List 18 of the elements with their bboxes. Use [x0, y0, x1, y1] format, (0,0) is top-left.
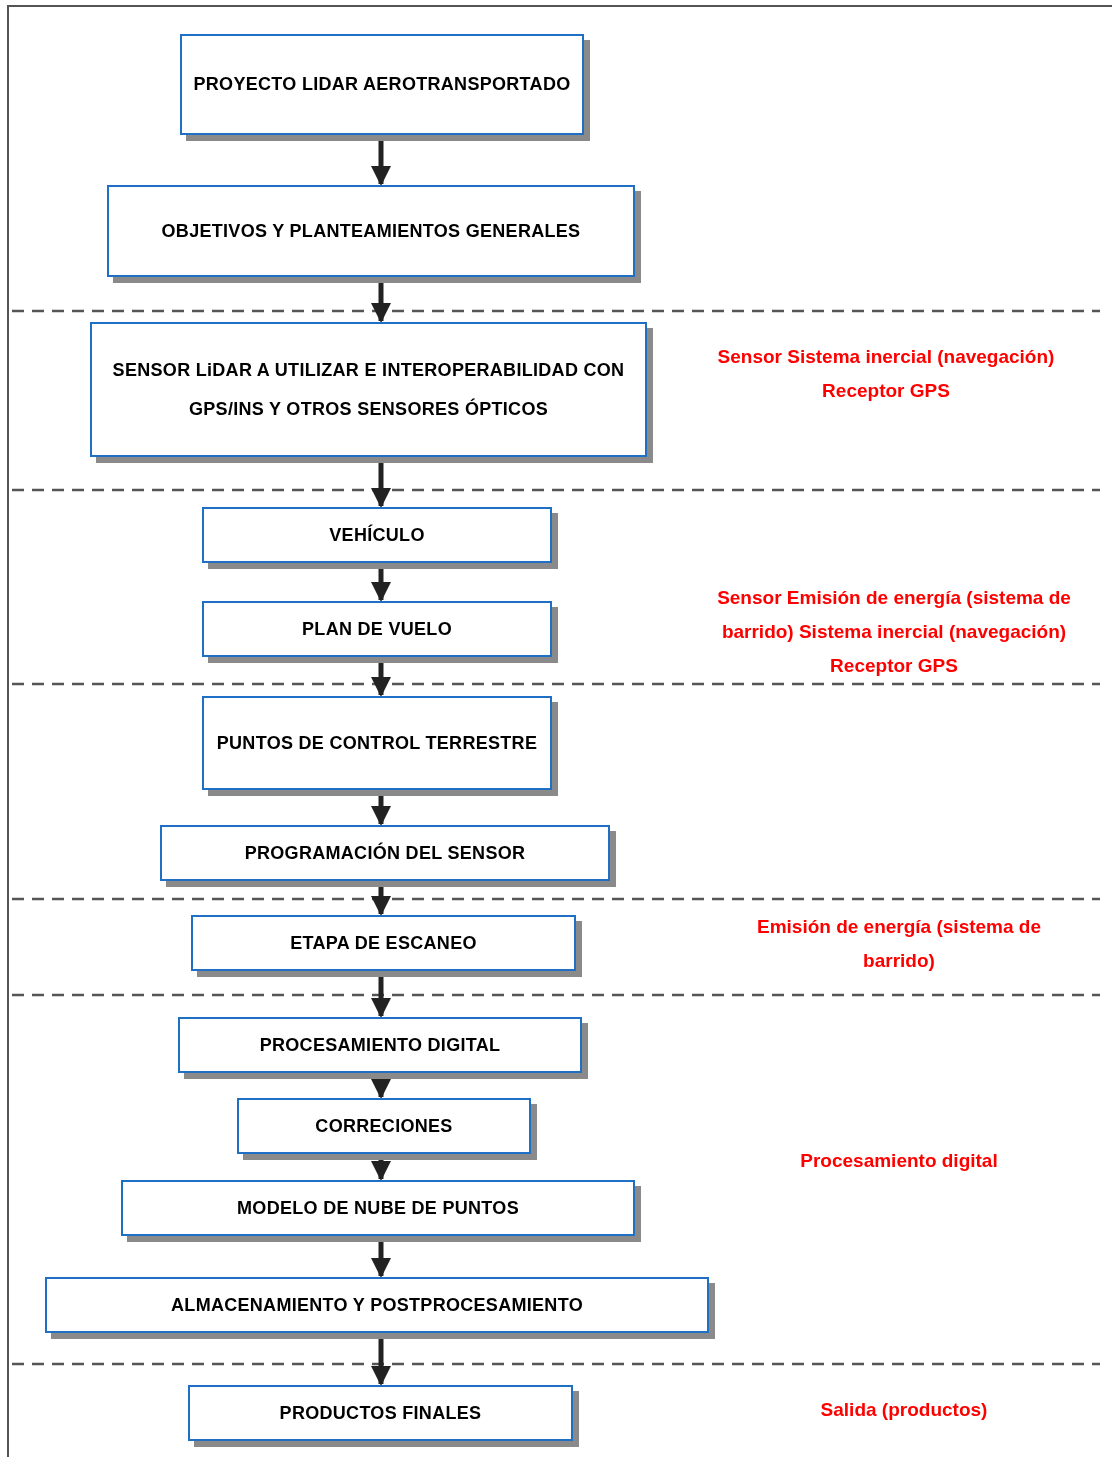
stage-annotation: Sensor Sistema inercial (navegación) Receptor GPS	[716, 345, 1056, 403]
stage-annotation: Emisión de energía (sistema de barrido)	[755, 915, 1042, 973]
box-label: SENSOR LiDAR A UTILIZAR E INTEROPERABILIDAD CON GPS/INS Y OTROS SENSORES ÓPTICOS	[111, 358, 626, 421]
box-label: PROGRAMACIÓN DEL SENSOR	[244, 841, 526, 865]
box-label: VEHÍCULO	[329, 523, 425, 547]
box-label: PROYECTO LIDAR AEROTRANSPORTADO	[193, 73, 571, 96]
box-label: PROCESAMIENTO DIGITAL	[259, 1033, 501, 1057]
stage-annotation: Salida (productos)	[819, 1398, 989, 1422]
box-label: ETAPA DE ESCANEO	[290, 931, 477, 955]
box-label: OBJETIVOS Y PLANTEAMIENTOS GENERALES	[161, 219, 581, 243]
stage-annotation: Procesamiento digital	[799, 1149, 999, 1173]
box-label: CORRECIONES	[315, 1114, 453, 1138]
box-label: MODELO DE NUBE DE PUNTOS	[237, 1196, 519, 1220]
box-label: PRODUCTOS FINALES	[279, 1401, 482, 1425]
box-label: PUNTOS DE CONTROL TERRESTRE	[216, 731, 538, 755]
stage-annotation: Sensor Emisión de energía (sistema de barrido) Sistema inercial (navegación) Receptor GPS	[716, 586, 1072, 678]
box-label: PLAN DE VUELO	[302, 617, 452, 641]
box-label: ALMACENAMIENTO Y POSTPROCESAMIENTO	[171, 1293, 583, 1317]
